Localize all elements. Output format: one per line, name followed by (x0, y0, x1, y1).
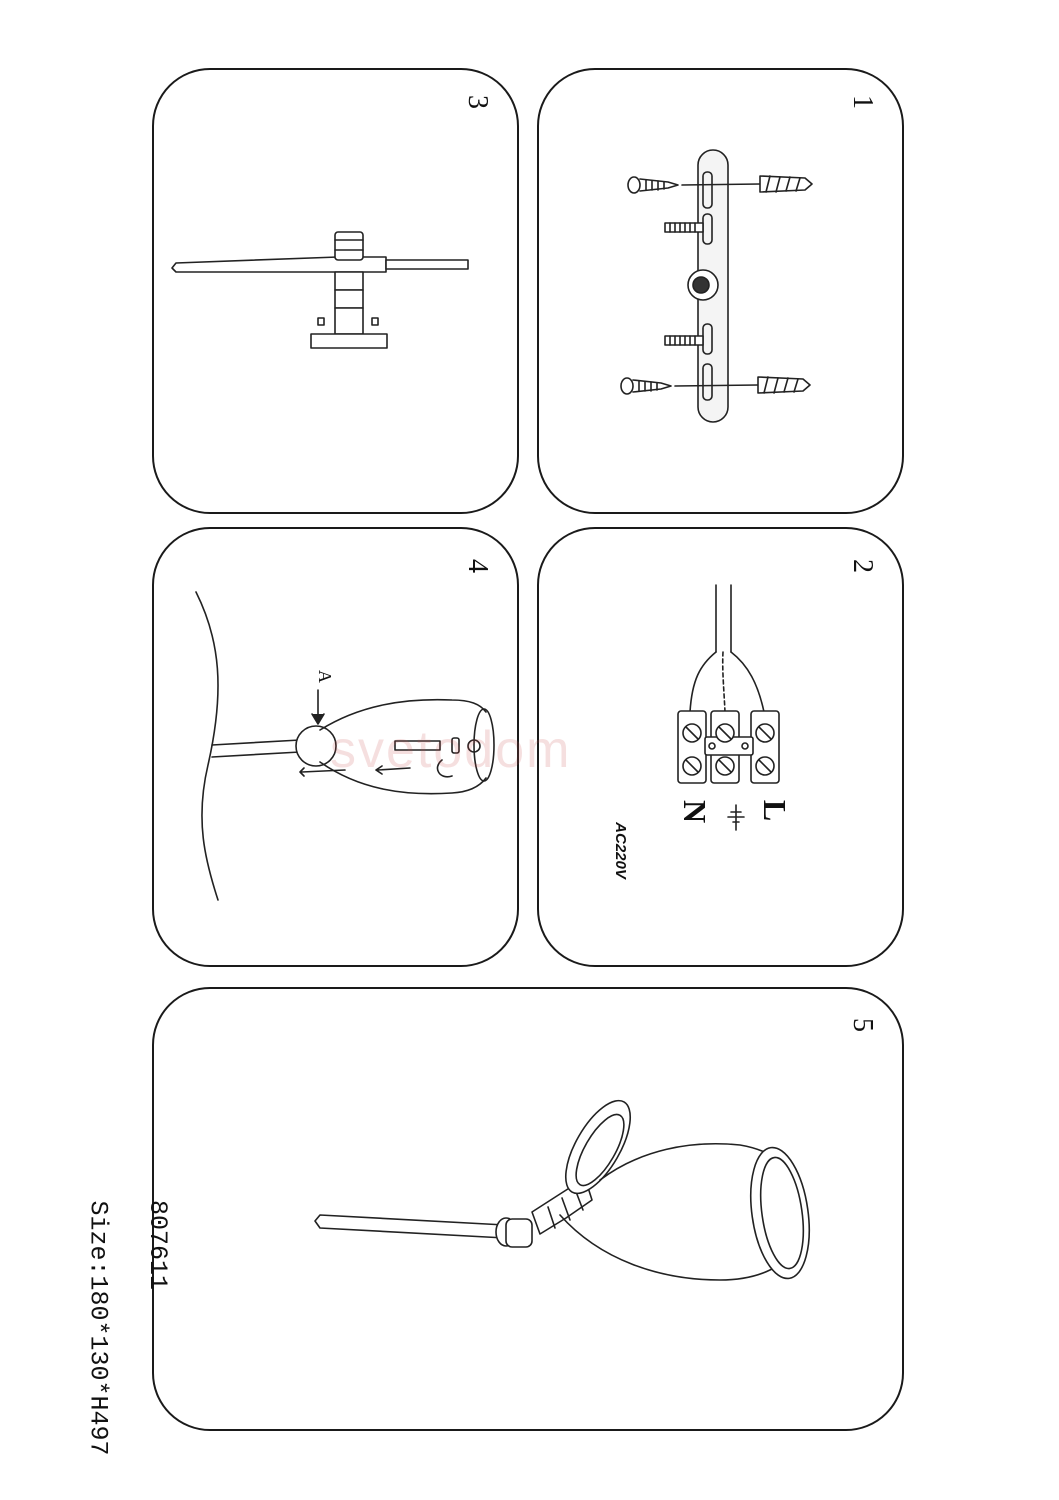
ground-icon (727, 804, 745, 831)
product-size: Size:180*130*H497 (83, 1199, 113, 1456)
shade-mounting-drawing (195, 591, 495, 901)
step-number-5: 5 (847, 1018, 878, 1032)
live-terminal-label: L (757, 799, 794, 822)
model-number: 807611 (143, 1199, 173, 1291)
step-number-4: 4 (462, 559, 493, 573)
step-number-2: 2 (847, 559, 878, 573)
mounting-bracket-drawing (620, 149, 813, 423)
neutral-terminal-label: N (677, 799, 714, 824)
step-number-3: 3 (462, 95, 493, 109)
voltage-label: AC220V (611, 822, 629, 879)
callout-a-label: A (315, 670, 335, 683)
watermark-text: svetodom (330, 721, 572, 779)
finished-product-drawing (314, 1099, 811, 1281)
terminal-block-drawing (677, 584, 780, 831)
step-number-1: 1 (847, 95, 878, 109)
arm-assembly-drawing (171, 231, 469, 349)
